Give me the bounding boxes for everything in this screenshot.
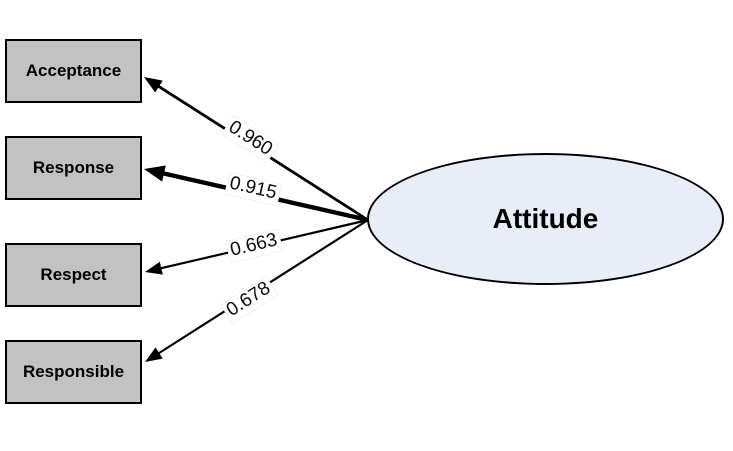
- indicator-label-responsible: Responsible: [22, 362, 125, 381]
- indicator-label-acceptance: Acceptance: [25, 61, 122, 80]
- arrowhead-responsible: [145, 347, 163, 362]
- indicator-label-response: Response: [32, 158, 115, 177]
- arrowhead-respect: [145, 261, 163, 275]
- indicator-label-respect: Respect: [40, 265, 107, 284]
- latent-ellipse-attitude: Attitude: [367, 153, 724, 285]
- arrowhead-acceptance: [144, 77, 163, 93]
- indicator-box-respect: Respect: [5, 243, 142, 307]
- arrowhead-response: [144, 165, 166, 182]
- latent-label-attitude: Attitude: [492, 203, 599, 234]
- indicator-box-acceptance: Acceptance: [5, 39, 142, 103]
- indicator-box-responsible: Responsible: [5, 340, 142, 404]
- indicator-box-response: Response: [5, 136, 142, 200]
